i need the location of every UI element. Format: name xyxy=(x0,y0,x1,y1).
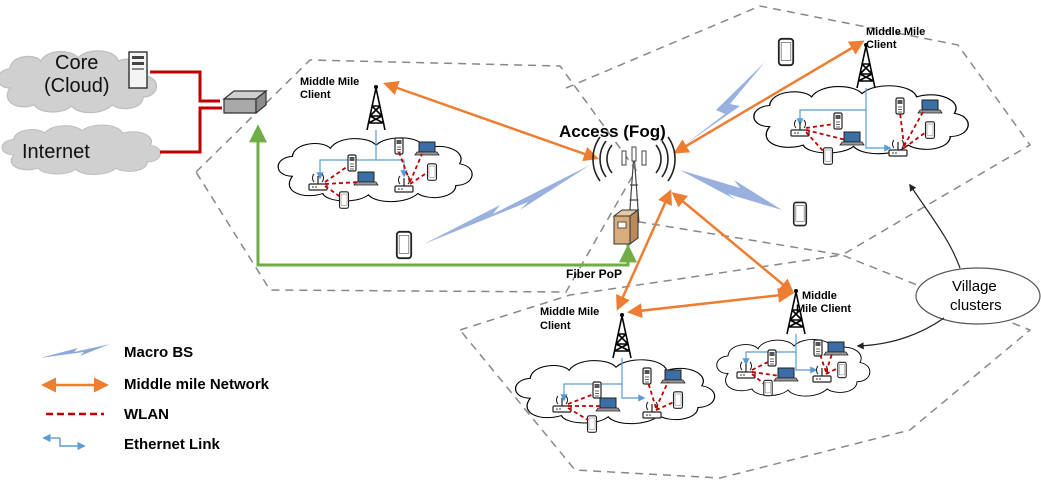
village-clusters-callout xyxy=(856,183,1041,350)
mm-client-left-label-2: Client xyxy=(300,89,331,101)
legend-middle-mile-label: Middle mile Network xyxy=(124,376,270,393)
hexagon-topright xyxy=(565,5,1032,256)
village-clusters-label-line2: clusters xyxy=(950,297,1002,314)
hexagon-left xyxy=(195,59,637,293)
middle-mile-links xyxy=(383,40,865,319)
mm-client-bottom-label-2: Client xyxy=(540,320,571,332)
switch-icon xyxy=(222,89,268,115)
legend-ethernet-label: Ethernet Link xyxy=(124,436,220,453)
core-to-switch-link xyxy=(150,70,220,103)
fiber-pop-label: Fiber PoP xyxy=(566,267,623,281)
mm-client-bottomright-label-2: Mile Client xyxy=(796,303,852,315)
legend-wlan-label: WLAN xyxy=(124,406,169,423)
phone-icon-top xyxy=(777,37,795,67)
fiber-pop-icon xyxy=(612,209,640,245)
legend-icons xyxy=(40,344,110,451)
core-cloud-label-line1: Core xyxy=(55,52,99,74)
phone-icon-lower xyxy=(395,230,413,260)
mm-client-topright-label-2: Client xyxy=(866,39,897,51)
core-links xyxy=(150,70,222,154)
ethernet-arrow-icon xyxy=(42,433,86,451)
mm-link-bottomright xyxy=(671,192,795,294)
lightning-link-icon xyxy=(40,344,110,358)
mm-client-left-label-1: Middle Mile xyxy=(300,76,360,88)
hexagon-bottom xyxy=(458,254,1032,479)
macro-bs-link-right xyxy=(680,170,782,210)
internet-to-switch-link xyxy=(160,106,222,154)
legend-macro-bs-label: Macro BS xyxy=(124,344,194,361)
mm-client-bottom-label-1: Middle Mile xyxy=(540,306,600,318)
mm-link-bottom-pair xyxy=(627,287,793,319)
village-clusters-label-line1: Village xyxy=(952,278,997,295)
macro-bs-link-topright xyxy=(683,62,765,146)
mm-link-topright xyxy=(673,40,865,154)
village-cluster-bottomright xyxy=(716,288,871,397)
mm-link-bottom xyxy=(616,189,672,311)
macro-bs-links xyxy=(424,62,782,244)
mm-client-bottomright-label-1: Middle xyxy=(802,290,837,302)
tower-icon xyxy=(612,312,632,359)
mm-link-left xyxy=(383,80,599,162)
core-cloud-label-line2: (Cloud) xyxy=(44,75,110,97)
internet-cloud-label: Internet xyxy=(22,141,90,163)
mm-client-topright-label-1: Middle Mile xyxy=(866,26,926,38)
server-icon xyxy=(128,51,148,89)
phone-icon-right xyxy=(792,201,808,227)
tower-icon xyxy=(366,84,386,131)
village-cluster-bottom xyxy=(514,312,716,433)
access-fog-tower-icon xyxy=(592,136,676,224)
village-cluster-topright xyxy=(753,42,969,165)
macro-bs-link-lowerleft xyxy=(424,165,590,244)
hexagon-boundaries xyxy=(195,5,1032,479)
village-cluster-left xyxy=(277,84,473,209)
access-fog-label: Access (Fog) xyxy=(559,122,666,141)
